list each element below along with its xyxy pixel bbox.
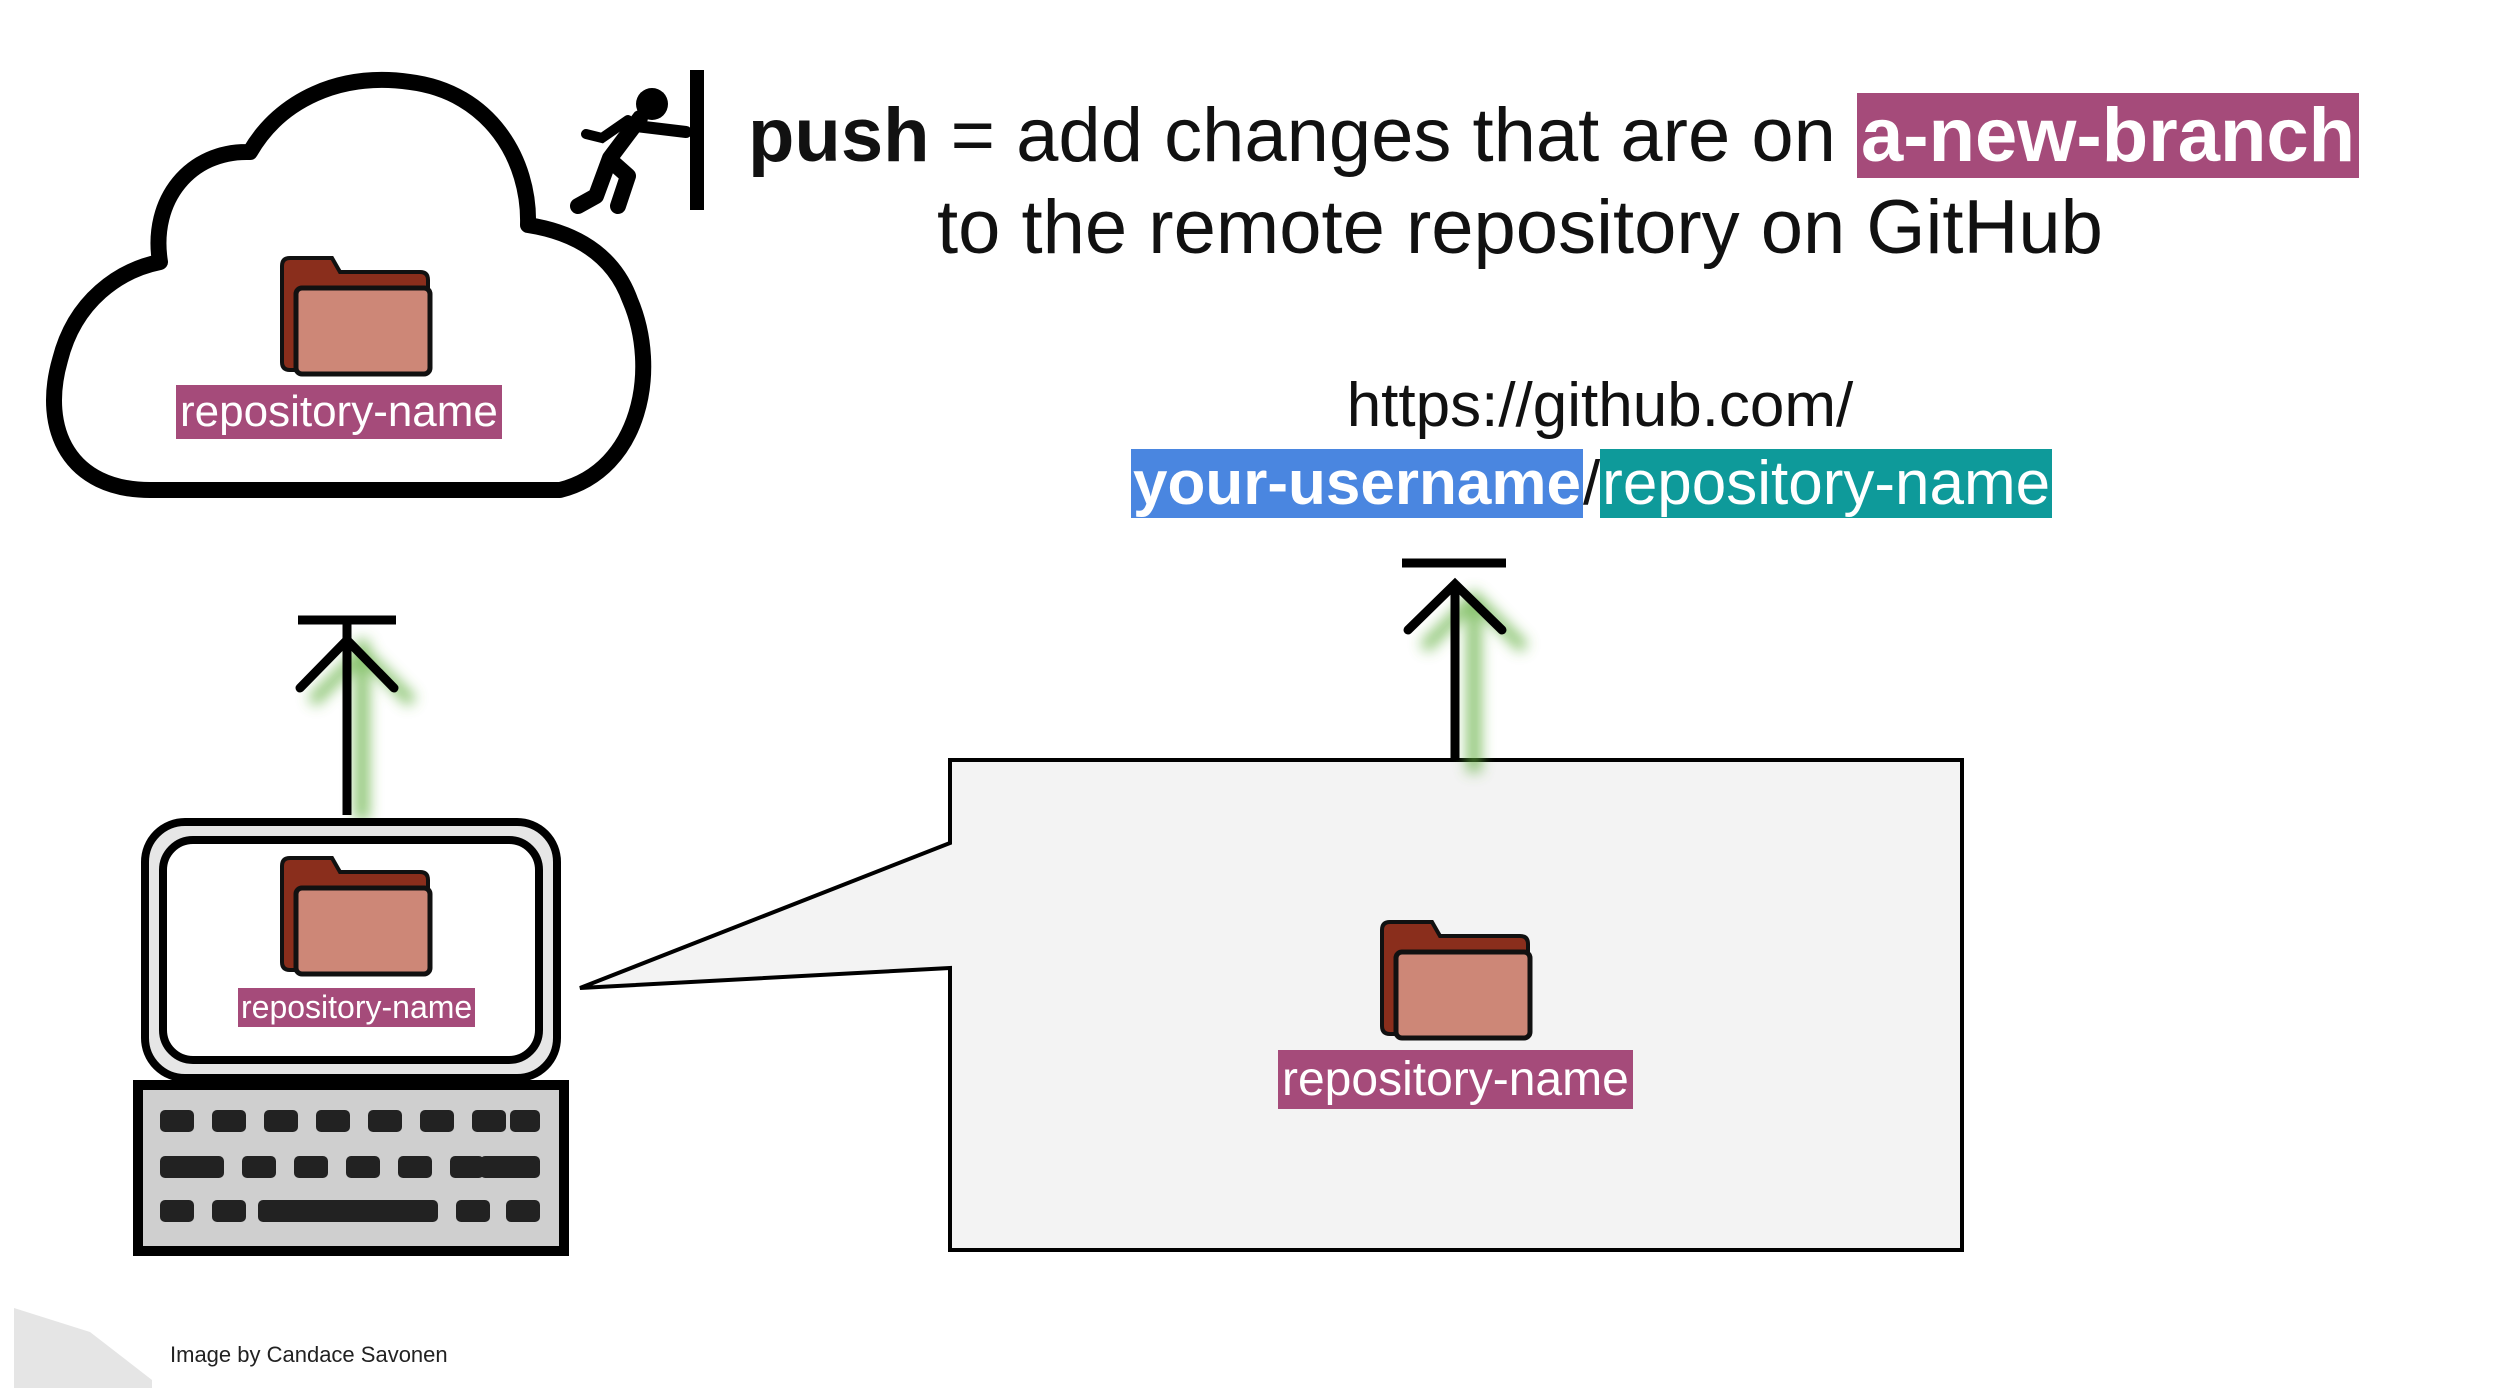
push-arrow-left-icon <box>295 615 417 820</box>
branch-name-highlight: a-new-branch <box>1857 93 2360 178</box>
repo-highlight: repository-name <box>1600 449 2053 518</box>
heading-line-2: to the remote repository on GitHub <box>937 185 2103 270</box>
github-url-base: https://github.com/ <box>1346 371 1854 440</box>
zoom-repo-label: repository-name <box>1278 1050 1633 1109</box>
github-url-path: your-username/repository-name <box>1131 446 2053 522</box>
cloud-repo-label: repository-name <box>176 385 502 439</box>
username-highlight: your-username <box>1131 449 1583 518</box>
url-separator: / <box>1582 449 1601 518</box>
push-arrow-right-icon <box>1402 558 1529 772</box>
image-credit: Image by Candace Savonen <box>170 1342 448 1367</box>
pushing-person-icon <box>570 70 704 214</box>
push-keyword: push <box>748 93 930 178</box>
heading-line-1: push = add changes that are on a-new-bra… <box>748 88 2360 184</box>
watermark-logo <box>14 1308 152 1388</box>
zoom-folder-icon <box>1382 922 1530 1038</box>
heading-text: = add changes that are on <box>929 93 1858 178</box>
zoom-callout <box>579 758 1964 1252</box>
computer-folder-icon <box>282 858 430 974</box>
computer-repo-label: repository-name <box>238 988 476 1027</box>
